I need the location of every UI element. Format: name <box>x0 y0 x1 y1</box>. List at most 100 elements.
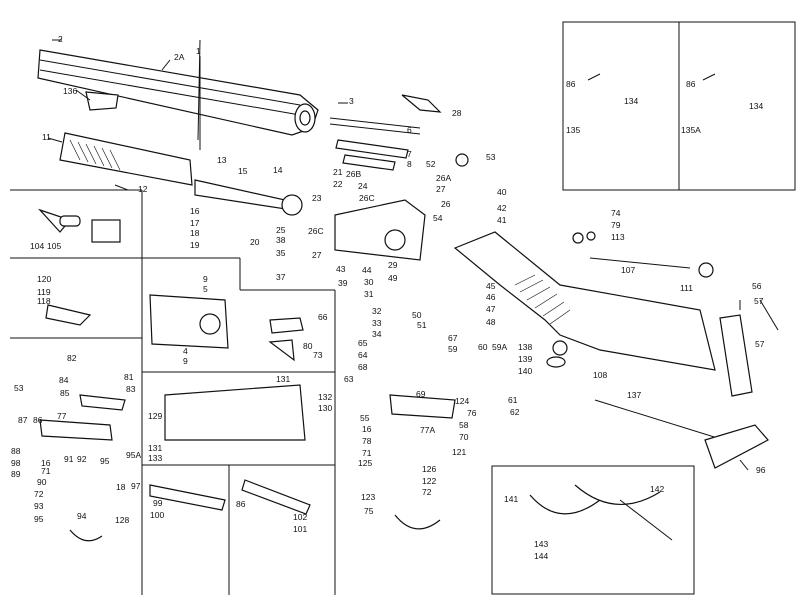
callout-label: 76 <box>467 408 477 418</box>
callout-label: 44 <box>362 265 372 275</box>
callout-label: 45 <box>486 281 496 291</box>
callout-label: 86 <box>566 79 576 89</box>
callout-label: 80 <box>303 341 313 351</box>
callout-label: 9 <box>183 356 188 366</box>
callout-label: 61 <box>508 395 518 405</box>
callout-label: 101 <box>293 524 307 534</box>
barrel-assembly <box>37 39 469 216</box>
callout-label: 8 <box>407 159 412 169</box>
callout-label: 26C <box>359 193 375 203</box>
callout-label: 104 <box>30 241 44 251</box>
callout-label: 100 <box>150 510 164 520</box>
callout-label: 72 <box>422 487 432 497</box>
callout-label: 13 <box>217 155 227 165</box>
callout-label: 122 <box>422 476 436 486</box>
callout-label: 26A <box>436 173 451 183</box>
callout-label: 78 <box>362 436 372 446</box>
callout-label: 133 <box>148 453 162 463</box>
callout-label: 56 <box>752 281 762 291</box>
callout-label: 43 <box>336 264 346 274</box>
callout-label: 55 <box>360 413 370 423</box>
callout-label: 40 <box>497 187 507 197</box>
callout-label: 53 <box>14 383 24 393</box>
callout-label: 5 <box>203 284 208 294</box>
callout-label: 30 <box>364 277 374 287</box>
callout-label: 6 <box>407 125 412 135</box>
callout-label: 38 <box>276 235 286 245</box>
callout-label: 17 <box>190 218 200 228</box>
callout-label: 120 <box>37 274 51 284</box>
callout-label: 16 <box>41 458 51 468</box>
callout-label: 94 <box>77 511 87 521</box>
callout-label: 130 <box>318 403 332 413</box>
small-part-sketches <box>38 208 673 542</box>
callout-label: 66 <box>318 312 328 322</box>
callout-label: 75 <box>364 506 374 516</box>
callout-label: 81 <box>124 372 134 382</box>
callout-label: 91 <box>64 454 74 464</box>
callout-label: 49 <box>388 273 398 283</box>
callout-label: 14 <box>273 165 283 175</box>
callout-label: 59 <box>448 344 458 354</box>
callout-label: 86 <box>33 415 43 425</box>
callout-label: 4 <box>183 346 188 356</box>
callout-label: 70 <box>459 432 469 442</box>
callout-label: 24 <box>358 181 368 191</box>
callout-label: 48 <box>486 317 496 327</box>
callout-label: 41 <box>497 215 507 225</box>
callout-label: 144 <box>534 551 548 561</box>
callout-label: 143 <box>534 539 548 549</box>
callout-label: 25 <box>276 225 286 235</box>
callout-label: 123 <box>361 492 375 502</box>
callout-label: 141 <box>504 494 518 504</box>
callout-label: 7 <box>407 149 412 159</box>
callout-label: 53 <box>486 152 496 162</box>
callout-label: 74 <box>611 208 621 218</box>
callout-label: 95 <box>100 456 110 466</box>
receiver-and-stock <box>334 199 769 469</box>
callout-label: 26B <box>346 169 361 179</box>
callout-label: 35 <box>276 248 286 258</box>
callout-label: 16 <box>190 206 200 216</box>
callout-label: 139 <box>518 354 532 364</box>
callout-label: 82 <box>67 353 77 363</box>
callout-label: 67 <box>448 333 458 343</box>
callout-label: 18 <box>190 228 200 238</box>
callout-label: 1 <box>196 46 201 56</box>
callout-label: 2A <box>174 52 185 62</box>
callout-label: 18 <box>116 482 126 492</box>
callout-label: 118 <box>37 296 51 306</box>
callout-label: 135A <box>681 125 701 135</box>
callout-label: 9 <box>203 274 208 284</box>
callout-label: 105 <box>47 241 61 251</box>
callout-label: 95A <box>126 450 141 460</box>
callout-label: 71 <box>362 448 372 458</box>
callout-label: 39 <box>338 278 348 288</box>
callout-label: 142 <box>650 484 664 494</box>
panel-frames <box>10 21 796 595</box>
callout-label: 57 <box>754 296 764 306</box>
callout-label: 128 <box>115 515 129 525</box>
callout-label: 132 <box>318 392 332 402</box>
callout-label: 87 <box>18 415 28 425</box>
callout-label: 93 <box>34 501 44 511</box>
callout-label: 90 <box>37 477 47 487</box>
callout-label: 58 <box>459 420 469 430</box>
callout-label: 97 <box>131 481 141 491</box>
callout-label: 37 <box>276 272 286 282</box>
callout-label: 15 <box>238 166 248 176</box>
callout-label: 134 <box>624 96 638 106</box>
callout-label: 32 <box>372 306 382 316</box>
callout-label: 140 <box>518 366 532 376</box>
callout-labels: 2 2A 1 136 11 3 28 6 7 8 13 12 15 14 21 … <box>11 34 766 561</box>
callout-label: 65 <box>358 338 368 348</box>
callout-label: 131 <box>148 443 162 453</box>
callout-label: 69 <box>416 389 426 399</box>
callout-label: 102 <box>293 512 307 522</box>
callout-label: 63 <box>344 374 354 384</box>
callout-label: 96 <box>756 465 766 475</box>
callout-label: 21 <box>333 167 343 177</box>
callout-label: 119 <box>37 287 51 297</box>
callout-label: 124 <box>455 396 469 406</box>
callout-label: 64 <box>358 350 368 360</box>
